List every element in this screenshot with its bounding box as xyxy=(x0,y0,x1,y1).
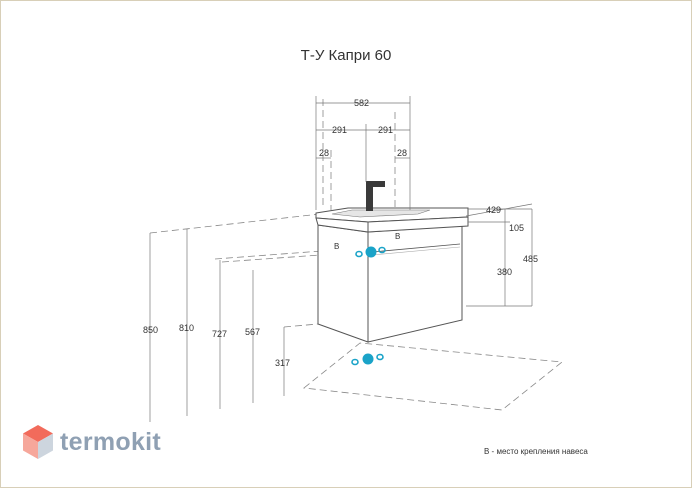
dim-485-label: 485 xyxy=(523,254,538,264)
floor-outline xyxy=(302,342,564,411)
wall-line-cabinet-bottom xyxy=(283,323,319,328)
dim-429-label: 429 xyxy=(486,205,501,215)
mount-hole-right xyxy=(378,246,386,254)
dim-28-left-label: 28 xyxy=(319,148,329,158)
floor-hole-right xyxy=(376,353,384,361)
cabinet-front xyxy=(367,225,463,343)
basin-front xyxy=(367,216,469,233)
drawer-handle xyxy=(371,243,461,253)
wall-line-cabinet-top xyxy=(221,254,321,263)
diagram-title: Т-У Капри 60 xyxy=(300,47,392,64)
mount-hole-left xyxy=(355,250,363,258)
dim-28-right-label: 28 xyxy=(397,148,407,158)
dim-105-label: 105 xyxy=(509,223,524,233)
floor-point-main xyxy=(362,353,374,365)
dim-line-429 xyxy=(465,203,533,217)
dim-567-label: 567 xyxy=(245,327,260,337)
drawer-handle-shadow xyxy=(371,246,461,256)
dim-291-left-label: 291 xyxy=(332,125,347,135)
mount-label-right: В xyxy=(395,232,400,241)
faucet-spout xyxy=(366,181,385,187)
legend-note: В - место крепления навеса xyxy=(484,447,588,456)
dim-810-label: 810 xyxy=(179,323,194,333)
dim-727-label: 727 xyxy=(212,329,227,339)
floor-hole-left xyxy=(351,358,359,366)
dim-291-right-label: 291 xyxy=(378,125,393,135)
brand-name: termokit xyxy=(60,427,162,456)
dim-317-label: 317 xyxy=(275,358,290,368)
dim-850-label: 850 xyxy=(143,325,158,335)
dim-380-label: 380 xyxy=(497,267,512,277)
mount-point-main xyxy=(365,246,377,258)
brand-logo: termokit xyxy=(22,424,161,460)
basin-bowl xyxy=(331,209,431,218)
mount-label-left: В xyxy=(334,242,339,251)
cube-icon xyxy=(23,425,53,459)
dim-582-label: 582 xyxy=(354,98,369,108)
wall-line-top xyxy=(149,213,321,234)
faucet-body xyxy=(366,186,373,211)
cabinet-side xyxy=(317,224,369,343)
